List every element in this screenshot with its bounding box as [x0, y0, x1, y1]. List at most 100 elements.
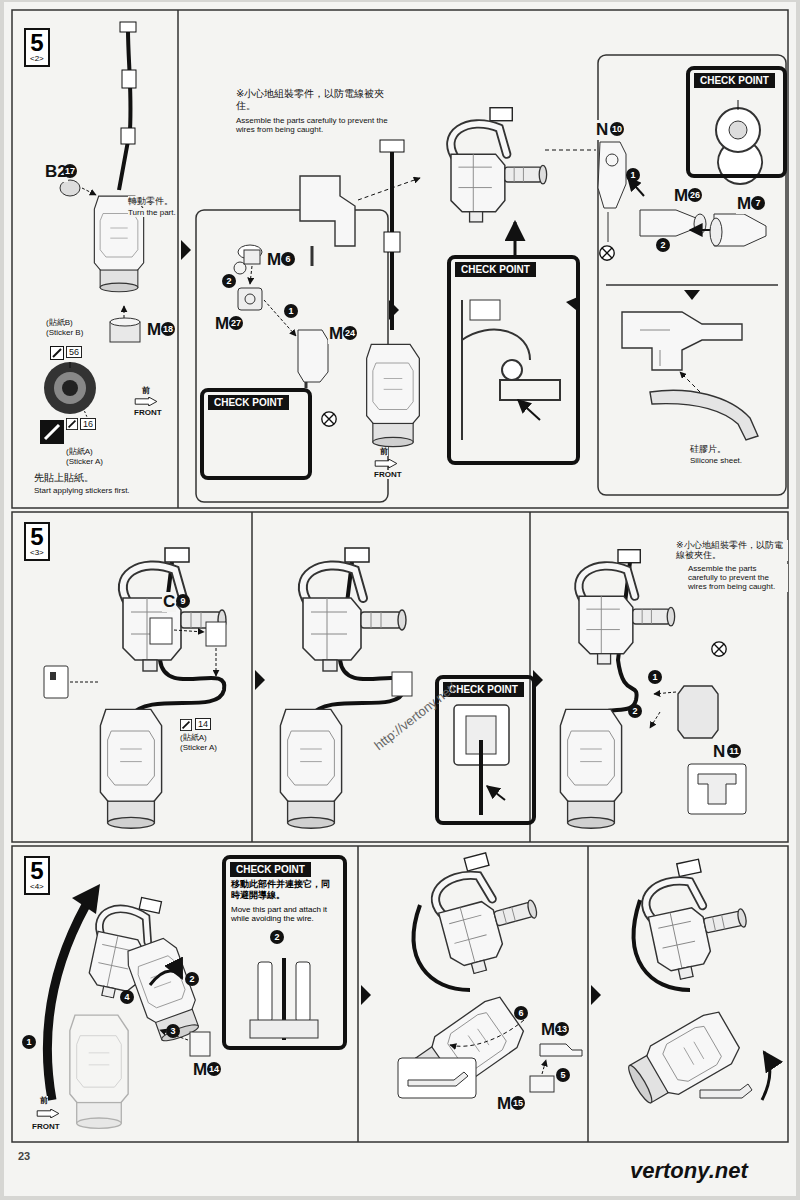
panel3-art	[296, 962, 310, 1022]
sticker-number: 56	[66, 346, 82, 358]
part-letter: M	[328, 324, 344, 344]
note-text: 硅膠片。	[690, 444, 726, 454]
panel1-left-art	[60, 180, 80, 196]
note-text: Turn the part.	[128, 208, 176, 217]
panel1-middle-art	[244, 250, 260, 264]
step-arrow	[181, 240, 700, 1005]
step-arrow	[684, 290, 700, 300]
part-letter: N	[595, 120, 609, 140]
check-point-box: CHECK POINT移動此部件并連接它，同時避開導線。Move this pa…	[222, 855, 347, 1050]
panel1-left-art	[54, 372, 86, 404]
callout-number: 1	[22, 1035, 36, 1049]
sticker-label: (Sticker A)	[180, 743, 217, 752]
callout-number: 24	[343, 326, 357, 340]
check-point-box: CHECK POINT	[686, 66, 787, 178]
panel3-art	[70, 1015, 128, 1128]
part-letter: M	[146, 320, 162, 340]
panel3-art	[427, 844, 548, 978]
panel2-art	[150, 618, 172, 644]
panel1-left-art	[45, 425, 59, 439]
panel1-right-art	[680, 372, 700, 392]
front-mark: FRONT	[32, 1122, 60, 1131]
callout-number: 4	[120, 990, 134, 1004]
panel1-right-art	[600, 246, 614, 260]
panel2-art	[654, 692, 676, 694]
check-point-note: Move this part and attach it while avoid…	[226, 903, 343, 926]
note-text: 先貼上貼紙。	[34, 472, 94, 484]
panel3-art	[450, 1020, 524, 1046]
panel3-art	[124, 935, 206, 1045]
panel1-right-art	[606, 154, 618, 166]
panel-frame	[12, 10, 788, 508]
callout-number: 3	[166, 1024, 180, 1038]
callout-number: 5	[556, 1068, 570, 1082]
callout-number: 1	[284, 304, 298, 318]
panel2-art	[688, 764, 746, 814]
panel1-middle-art	[298, 330, 328, 382]
panel-frame	[12, 512, 788, 842]
check-point-box: CHECK POINT	[200, 388, 312, 480]
panel-frame	[12, 10, 788, 1142]
part-letter: M	[266, 250, 282, 270]
check-point-heading: CHECK POINT	[230, 862, 311, 877]
panel1-middle-art	[311, 246, 314, 266]
panel1-middle-art	[367, 344, 420, 446]
note-text: Assemble the parts carefully to prevent …	[236, 116, 401, 134]
panel2-art	[70, 682, 100, 683]
step-arrow	[591, 985, 601, 1005]
panel1-left-art	[135, 397, 157, 406]
sticker-label: (Sticker B)	[46, 328, 83, 337]
note-text: Assemble the parts carefully to prevent …	[688, 564, 788, 592]
callout-number: 17	[63, 164, 77, 178]
panel2-art	[180, 719, 191, 730]
check-point-heading: CHECK POINT	[208, 395, 289, 410]
panel1-right-art	[598, 100, 766, 440]
panel3-art	[414, 905, 470, 990]
panel1-right-art	[710, 218, 722, 246]
panel3-art	[150, 971, 182, 985]
panel3-art	[72, 884, 100, 914]
note-text: ※小心地組裝零件，以防電線被夾住。	[676, 540, 788, 561]
panel1-middle-art	[384, 232, 400, 252]
front-mark: FRONT	[134, 408, 162, 417]
panel1-middle-art	[470, 300, 500, 320]
part-letter: M	[192, 1060, 208, 1080]
panel1-left-art	[121, 128, 135, 144]
front-mark: 前	[40, 1096, 48, 1105]
panel3-art	[427, 844, 548, 978]
sticker-label: (貼紙A)	[66, 447, 93, 456]
panel2-art	[280, 709, 341, 828]
callout-number: 6	[281, 252, 295, 266]
panel1-middle-art	[462, 300, 560, 440]
panel2-art	[698, 774, 736, 804]
callout-number: 14	[207, 1062, 221, 1076]
part-letter: M	[540, 1020, 556, 1040]
panel3-art	[540, 1044, 582, 1056]
part-letter: M	[214, 314, 230, 334]
panel1-right-art	[738, 100, 739, 110]
panel3-art	[250, 1020, 318, 1038]
panel3-art	[639, 852, 756, 983]
callout-number: 15	[511, 1096, 525, 1110]
panel1-middle-art	[245, 294, 255, 304]
panel3-art	[762, 1052, 770, 1100]
panel1-left-art	[82, 188, 96, 195]
panel1-middle-art	[514, 222, 517, 255]
sub-step-number: <3>	[30, 549, 44, 558]
front-mark: 前	[380, 447, 388, 456]
panel3-art	[124, 935, 206, 1045]
page-number: 23	[18, 1150, 30, 1163]
panel1-right-art	[729, 121, 747, 139]
panel1-middle-art	[322, 412, 336, 426]
panel3-art	[47, 844, 769, 1128]
panel1-middle-art	[502, 360, 522, 380]
sticker-label: (貼紙A)	[180, 733, 207, 742]
panel2-art	[560, 709, 621, 828]
panel1-left-art	[40, 420, 64, 444]
panel1-middle-art	[518, 400, 540, 420]
panel2-art	[100, 709, 161, 828]
callout-number: 6	[514, 1006, 528, 1020]
panel1-left-art	[120, 22, 136, 32]
panel1-middle-art	[300, 176, 355, 246]
panel2-art	[206, 622, 226, 646]
